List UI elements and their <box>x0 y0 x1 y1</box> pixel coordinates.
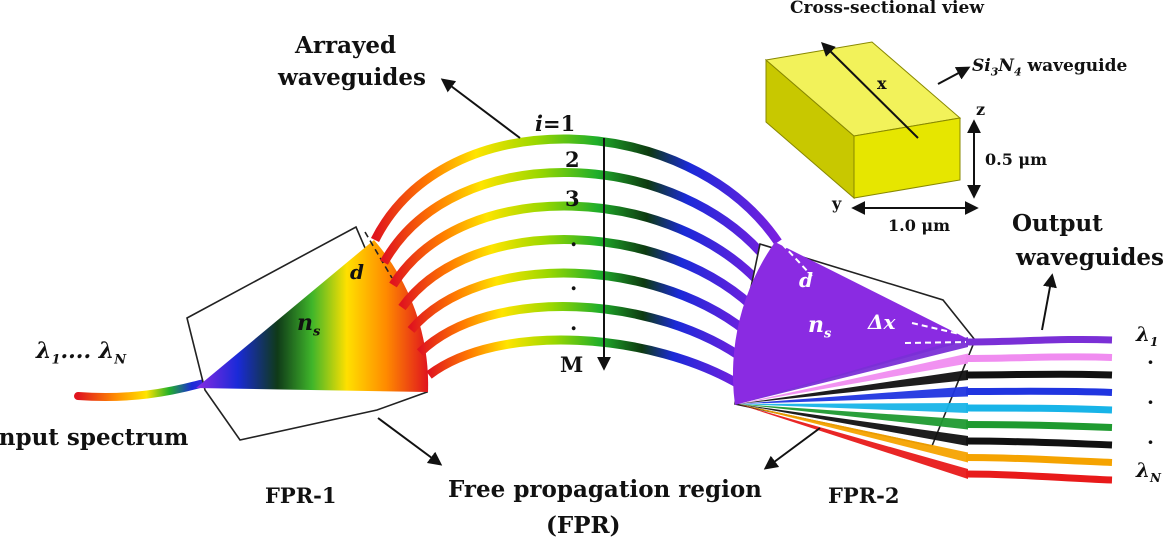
out-lambda-1: λ1 <box>1136 322 1159 349</box>
arrow-fpr-left <box>377 417 443 466</box>
fan-ray <box>738 404 968 446</box>
d-right-label: d <box>799 268 813 292</box>
index-i1: i=1 <box>535 111 576 136</box>
input-waveguide <box>74 374 234 402</box>
ns-right-label: ns <box>808 312 832 342</box>
index-M: M <box>560 352 584 377</box>
cross-section-block <box>764 41 981 215</box>
output-waveguide <box>965 454 1113 466</box>
fpr2-label: FPR-2 <box>828 483 900 508</box>
fpr-label-line1: Free propagation region <box>448 476 762 503</box>
fpr2-wedge <box>732 242 970 405</box>
output-waveguide <box>965 387 1113 396</box>
output-label-line1: Output <box>1012 210 1103 237</box>
fan-ray <box>738 403 968 413</box>
arrayed-label-line2: waveguides <box>278 64 426 91</box>
index-dot-3: . <box>570 310 578 335</box>
index-dot-1: . <box>570 226 578 251</box>
axis-z-label: z <box>976 100 986 119</box>
fan-ray <box>738 353 968 404</box>
output-waveguide <box>965 421 1113 431</box>
out-lambda-N: λN <box>1136 458 1161 485</box>
arrow-output <box>1041 273 1057 331</box>
out-dot-1: · <box>1147 350 1154 374</box>
index-3: 3 <box>565 186 580 211</box>
fpr1-label: FPR-1 <box>265 483 337 508</box>
output-waveguide <box>965 353 1113 362</box>
arrayed-waveguide <box>389 201 770 293</box>
axis-y-label: y <box>832 194 842 213</box>
fpr-label-line2: (FPR) <box>546 512 621 539</box>
fpr1-d-dashed <box>364 231 393 279</box>
axis-x-label: x <box>877 74 887 93</box>
cross-section-title: Cross-sectional view <box>790 0 984 18</box>
output-waveguide <box>965 335 1113 346</box>
fan-ray <box>738 386 968 404</box>
arrow-fpr-right <box>763 427 821 470</box>
output-waveguide <box>965 437 1113 449</box>
d-left-label: d <box>350 260 364 284</box>
arrayed-waveguide <box>398 235 764 318</box>
sin-waveguide-label: Si3N4 waveguide <box>972 56 1128 79</box>
output-fan <box>738 337 968 479</box>
output-waveguides <box>965 335 1113 484</box>
fpr2-d-dashed <box>781 243 813 277</box>
output-label-line2: waveguides <box>1016 244 1164 271</box>
output-waveguide <box>965 470 1113 484</box>
input-spectrum-label: Input spectrum <box>0 424 189 451</box>
arrow-sin-label <box>937 66 971 85</box>
height-dimension: 0.5 μm <box>985 150 1048 169</box>
arrayed-waveguide <box>426 335 745 390</box>
fan-ray <box>738 370 968 404</box>
arrayed-waveguide <box>370 134 782 245</box>
fan-ray <box>738 404 968 479</box>
arrayed-waveguide <box>380 168 776 269</box>
out-dot-2: · <box>1147 390 1154 414</box>
delta-x-dashed-bottom <box>904 341 969 344</box>
width-dimension: 1.0 μm <box>888 216 951 235</box>
arrayed-label-line1: Arrayed <box>295 32 397 59</box>
fan-ray <box>738 404 968 463</box>
arrow-arrayed <box>440 78 521 139</box>
arrayed-waveguide <box>407 268 757 342</box>
arrayed-waveguide <box>416 302 751 366</box>
index-dot-2: . <box>570 270 578 295</box>
input-wavelengths-label: λ1.... λN <box>36 338 127 368</box>
ns-left-label: ns <box>297 310 321 340</box>
fpr1-wedge <box>196 240 429 392</box>
output-waveguide <box>965 370 1113 379</box>
fan-ray <box>738 337 968 404</box>
output-waveguide <box>965 404 1113 414</box>
index-2: 2 <box>565 147 580 172</box>
delta-x-label: Δx <box>868 310 896 334</box>
arrayed-waveguides <box>370 134 782 390</box>
fan-ray <box>738 404 968 430</box>
out-dot-3: · <box>1147 430 1154 454</box>
